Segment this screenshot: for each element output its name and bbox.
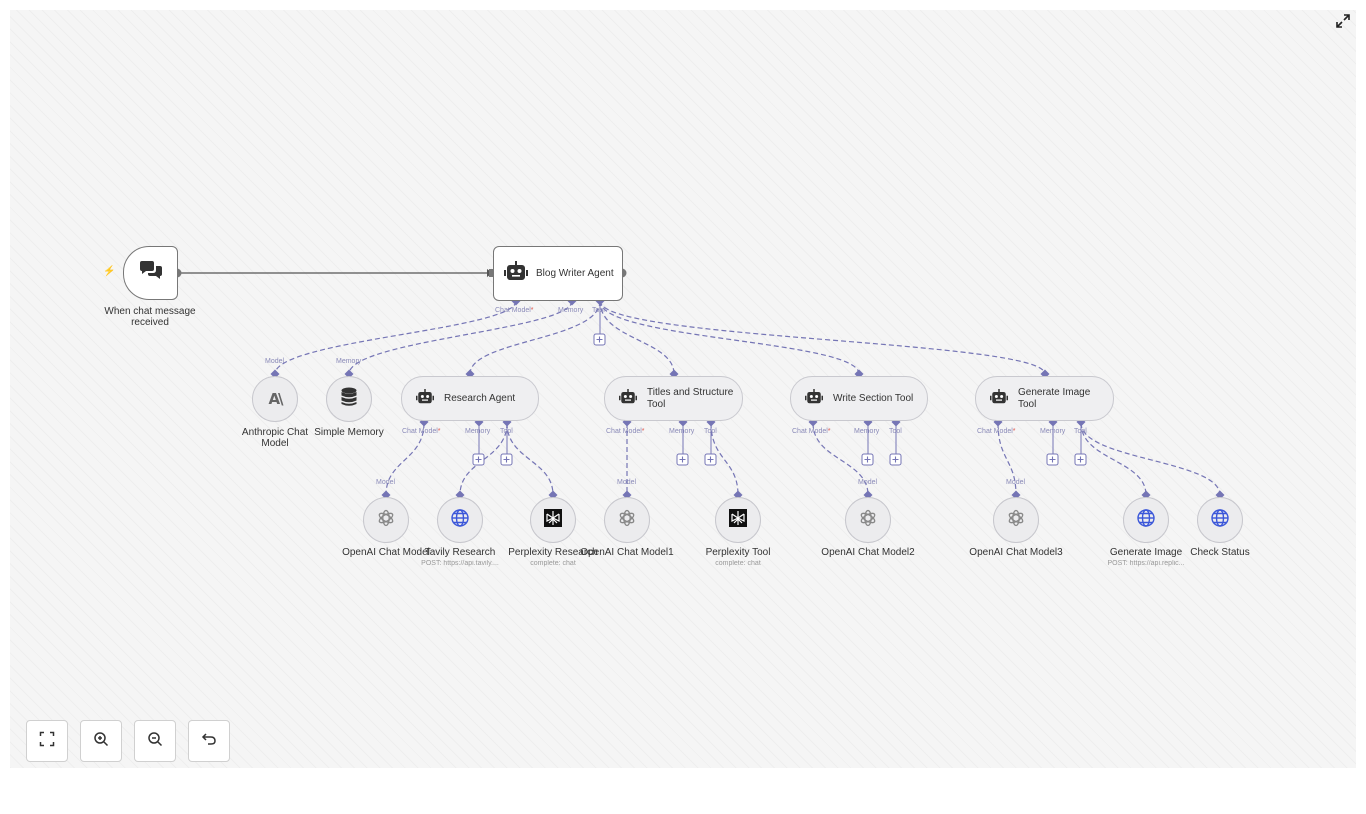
globe-icon <box>450 508 470 533</box>
openai0-port-label: Model <box>376 479 396 486</box>
fullscreen-button[interactable] <box>1335 13 1351 29</box>
write-section-tool-node[interactable]: Write Section Tool <box>790 376 928 421</box>
openai-chat-model2-label: OpenAI Chat Model2 <box>821 547 915 558</box>
perplexity-tool-label: Perplexity Tool <box>705 547 771 558</box>
memory-port-label: Memory <box>336 358 362 365</box>
robot-icon <box>416 388 434 409</box>
edge-image <box>599 300 1046 375</box>
research-port-chat-model: Chat Model* <box>402 428 441 435</box>
openai-icon <box>858 508 878 533</box>
generate-image-node[interactable] <box>1123 497 1169 543</box>
openai1-port-label: Model <box>617 479 637 486</box>
edge-memory <box>348 300 573 375</box>
zoom-out-button[interactable] <box>134 720 176 762</box>
robot-icon <box>504 261 528 286</box>
perplexity-research-label: Perplexity Research <box>508 547 598 558</box>
tavily-research-node[interactable] <box>437 497 483 543</box>
check-status-node[interactable] <box>1197 497 1243 543</box>
generate-image-tool-node[interactable]: Generate Image Tool <box>975 376 1114 421</box>
write-port-chat-model: Chat Model* <box>792 428 831 435</box>
anthropic-icon: A\ <box>268 390 283 408</box>
tavily-research-label: Tavily Research <box>424 547 496 558</box>
generate-image-tool-title: Generate Image Tool <box>1018 386 1091 410</box>
connections-layer <box>172 268 1225 500</box>
openai-chat-model1-label: OpenAI Chat Model1 <box>580 547 674 558</box>
edge-research <box>469 300 601 375</box>
perplexity-icon <box>544 508 562 532</box>
chat-bubbles-icon <box>138 260 164 287</box>
research-agent-node[interactable]: Research Agent <box>401 376 539 421</box>
openai-chat-model3-node[interactable] <box>993 497 1039 543</box>
reset-zoom-button[interactable] <box>188 720 230 762</box>
image-port-tool: Tool <box>1074 428 1087 435</box>
anthropic-port-label: Model <box>265 358 285 365</box>
perplexity-tool-node[interactable] <box>715 497 761 543</box>
globe-icon <box>1136 508 1156 533</box>
tavily-research-subtitle: POST: https://api.tavily.... <box>421 560 499 567</box>
write-port-memory: Memory <box>854 428 880 435</box>
check-status-label: Check Status <box>1190 547 1250 558</box>
anthropic-chat-model-node[interactable]: A\ <box>252 376 298 422</box>
perplexity-research-subtitle: complete: chat <box>530 560 576 567</box>
openai-chat-model-node[interactable] <box>363 497 409 543</box>
robot-icon <box>619 388 637 409</box>
edge-titles <box>599 300 675 375</box>
perplexity-research-node[interactable] <box>530 497 576 543</box>
openai-chat-model1-node[interactable] <box>604 497 650 543</box>
write-section-tool-title: Write Section Tool <box>833 392 914 404</box>
blog-writer-agent-title: Blog Writer Agent <box>536 267 614 279</box>
database-icon <box>341 387 357 412</box>
openai-chat-model-label: OpenAI Chat Model <box>342 547 430 558</box>
openai2-port-label: Model <box>858 479 878 486</box>
research-port-tool: Tool <box>500 428 513 435</box>
globe-icon <box>1210 508 1230 533</box>
robot-icon <box>990 388 1008 409</box>
generate-image-subtitle: POST: https://api.replic... <box>1107 560 1185 567</box>
image-port-memory: Memory <box>1040 428 1066 435</box>
zoom-in-icon <box>93 731 109 752</box>
titles-port-tool: Tool <box>704 428 717 435</box>
blog-agent-port-tool: Tool <box>592 307 605 314</box>
research-port-memory: Memory <box>465 428 491 435</box>
edge-anthropic <box>274 300 517 375</box>
perplexity-icon <box>729 508 747 532</box>
undo-icon <box>201 731 217 752</box>
openai-icon <box>617 508 637 533</box>
simple-memory-node[interactable] <box>326 376 372 422</box>
perplexity-tool-subtitle: complete: chat <box>715 560 761 567</box>
zoom-in-button[interactable] <box>80 720 122 762</box>
blog-agent-port-memory: Memory <box>558 307 584 314</box>
openai-icon <box>1006 508 1026 533</box>
generate-image-label: Generate Image <box>1109 547 1183 558</box>
openai-chat-model2-node[interactable] <box>845 497 891 543</box>
research-agent-title: Research Agent <box>444 392 516 404</box>
blog-writer-agent-node[interactable]: Blog Writer Agent <box>493 246 623 301</box>
simple-memory-label: Simple Memory <box>314 427 384 438</box>
fit-view-button[interactable] <box>26 720 68 762</box>
zoom-out-icon <box>147 731 163 752</box>
titles-port-memory: Memory <box>669 428 695 435</box>
titles-port-chat-model: Chat Model* <box>606 428 645 435</box>
chat-trigger-node[interactable] <box>123 246 178 300</box>
fit-view-icon <box>39 731 55 752</box>
openai-chat-model3-label: OpenAI Chat Model3 <box>969 547 1063 558</box>
openai3-port-label: Model <box>1006 479 1026 486</box>
expand-icon <box>1335 14 1351 33</box>
robot-icon <box>805 388 823 409</box>
openai-icon <box>376 508 396 533</box>
titles-structure-tool-title: Titles and Structure Tool <box>647 386 734 410</box>
trigger-bolt-icon: ⚡ <box>103 266 116 277</box>
titles-structure-tool-node[interactable]: Titles and Structure Tool <box>604 376 743 421</box>
blog-agent-port-chat-model: Chat Model* <box>495 307 534 314</box>
edge-write <box>599 300 860 375</box>
write-port-tool: Tool <box>889 428 902 435</box>
image-port-chat-model: Chat Model* <box>977 428 1016 435</box>
